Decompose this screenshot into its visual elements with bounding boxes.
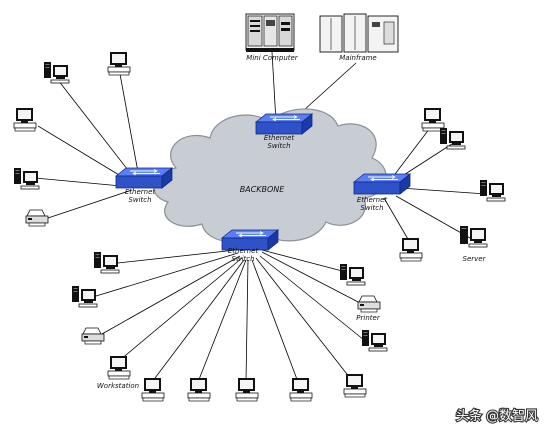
ethernet-switch-top: Ethernet Switch xyxy=(255,113,313,150)
printer-label: Printer xyxy=(356,314,381,322)
link-left-ws2 xyxy=(119,73,141,184)
link-bottom-printer xyxy=(101,255,241,335)
workstation-icon xyxy=(141,377,165,402)
mini-computer-label: Mini Computer xyxy=(246,54,299,62)
desktop-pc-icon xyxy=(13,167,40,190)
workstation-icon xyxy=(235,377,259,402)
printer-icon xyxy=(25,209,49,227)
workstation-icon xyxy=(107,355,131,380)
link-bottom-ws6 xyxy=(197,259,247,383)
link-right-pc3 xyxy=(399,187,487,195)
workstation-icon xyxy=(399,237,423,262)
desktop-pc-icon xyxy=(439,127,466,150)
switch-right-label-line2: Switch xyxy=(360,204,383,212)
desktop-pc-icon xyxy=(479,179,506,202)
workstation-icon xyxy=(187,377,211,402)
desktop-pc-icon xyxy=(361,329,388,352)
desktop-pc-icon xyxy=(339,263,366,286)
switch-left-label-line1: Ethernet xyxy=(125,188,156,196)
workstation-icon xyxy=(343,373,367,398)
desktop-pc-icon xyxy=(43,61,70,84)
links xyxy=(34,51,487,383)
link-bottom-pc12 xyxy=(261,249,347,273)
link-bottom-ws5 xyxy=(151,259,245,383)
switch-top-label-line2: Switch xyxy=(267,142,290,150)
printer-icon xyxy=(81,327,105,345)
link-bottom-ws10 xyxy=(259,255,365,341)
link-left-pc1 xyxy=(57,79,139,184)
workstation-label: Workstation xyxy=(97,382,139,390)
link-bottom-ws9 xyxy=(255,257,351,379)
link-bottom-workstation xyxy=(119,257,243,361)
mini-computer-icon xyxy=(245,13,295,52)
link-bottom-ws8 xyxy=(251,259,299,383)
link-right-pc4 xyxy=(395,195,471,239)
switch-right-label-line1: Ethernet xyxy=(357,196,388,204)
link-bottom-printer2 xyxy=(261,251,363,305)
workstation-icon xyxy=(289,377,313,402)
switch-left-label-line2: Switch xyxy=(128,196,151,204)
switch-bottom-label-line1: Ethernet xyxy=(228,247,259,255)
watermark-text: 头条 @数智风 xyxy=(456,408,538,424)
backbone-cloud: BACKBONE xyxy=(153,108,387,243)
server-label: Server xyxy=(463,255,487,263)
ethernet-switch-right: Ethernet Switch xyxy=(353,173,411,212)
ethernet-switch-left: Ethernet Switch xyxy=(115,167,173,204)
desktop-pc-icon xyxy=(71,285,98,308)
ethernet-switch-bottom: Ethernet Switch xyxy=(221,229,279,263)
mainframe-icon xyxy=(319,13,399,53)
server-icon xyxy=(459,225,488,248)
workstation-icon xyxy=(13,107,37,132)
link-right-ws1 xyxy=(391,127,431,179)
workstation-icon xyxy=(107,51,131,76)
link-left-printer xyxy=(47,189,133,219)
workstation-icon xyxy=(421,107,445,132)
link-bottom-ws7 xyxy=(245,259,249,383)
link-bottom-pc1 xyxy=(117,249,237,264)
switch-top-label-line1: Ethernet xyxy=(264,134,295,142)
link-bottom-pc2 xyxy=(95,252,239,297)
printer-icon xyxy=(357,295,381,313)
watermark: 头条 @数智风 xyxy=(455,407,539,425)
backbone-label: BACKBONE xyxy=(240,185,286,194)
switch-bottom-label-line2: Switch xyxy=(231,255,254,263)
link-minicomputer xyxy=(271,51,277,123)
desktop-pc-icon xyxy=(93,251,120,274)
mainframe-label: Mainframe xyxy=(339,54,376,62)
